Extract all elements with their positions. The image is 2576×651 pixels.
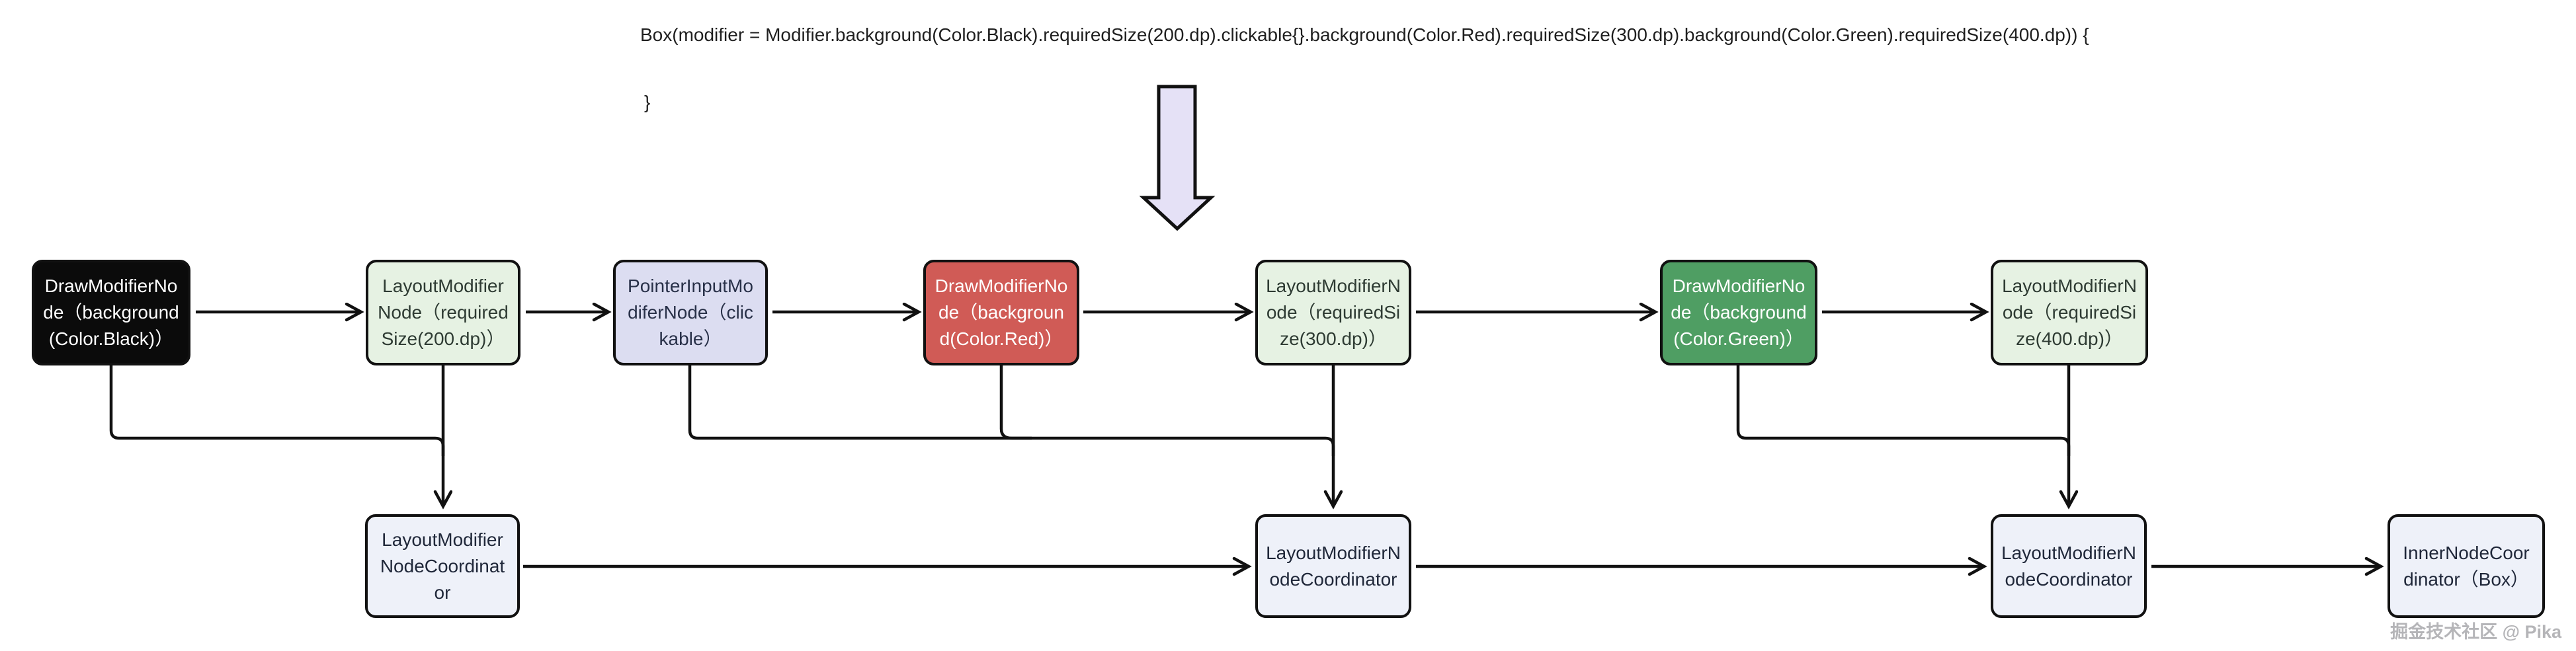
node-layout-modifier-200dp: LayoutModifierNode（requiredSize(200.dp)） [366, 260, 520, 365]
node-inner-node-coordinator: InnerNodeCoordinator（Box） [2388, 514, 2545, 618]
elbow-n1-coord1 [109, 365, 443, 506]
elbow-n4-merge [999, 365, 1032, 440]
node-pointer-input-clickable: PointerInputModiferNode（clickable） [613, 260, 768, 365]
elbow-n3-coord2 [688, 365, 1333, 506]
elbow-n6-coord3 [1736, 365, 2069, 506]
code-line-2: } [644, 92, 651, 112]
node-draw-modifier-black: DrawModifierNode（background(Color.Black)… [32, 260, 190, 365]
node-coordinator-3: LayoutModifierNodeCoordinator [1991, 514, 2147, 618]
code-line-1: Box(modifier = Modifier.background(Color… [640, 24, 2089, 45]
node-layout-modifier-300dp: LayoutModifierNode（requiredSize(300.dp)） [1255, 260, 1411, 365]
watermark: 掘金技术社区 @ Pika [2390, 622, 2561, 642]
big-down-arrow-icon [1139, 85, 1216, 231]
node-coordinator-2: LayoutModifierNodeCoordinator [1255, 514, 1411, 618]
node-draw-modifier-green: DrawModifierNode（background(Color.Green)… [1660, 260, 1817, 365]
node-layout-modifier-400dp: LayoutModifierNode（requiredSize(400.dp)） [1991, 260, 2148, 365]
node-coordinator-1: LayoutModifierNodeCoordinator [365, 514, 520, 618]
node-draw-modifier-red: DrawModifierNode（background(Color.Red)） [923, 260, 1079, 365]
